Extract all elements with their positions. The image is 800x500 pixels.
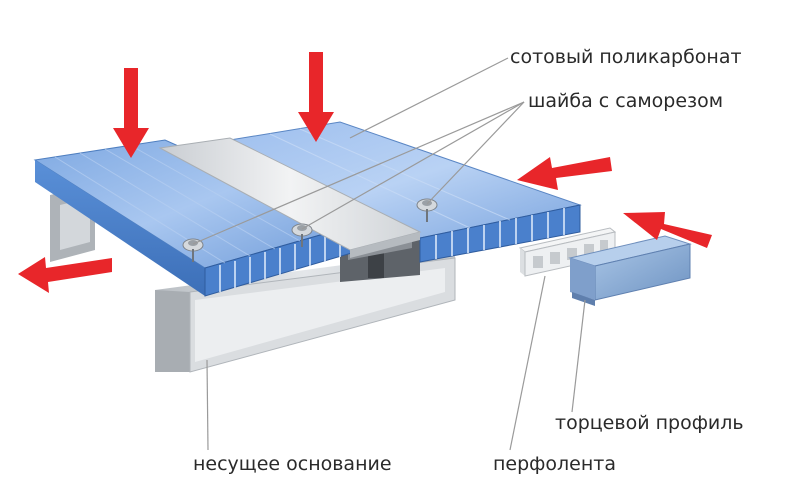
arrow-left-right-upper (517, 157, 612, 190)
leader-lines (192, 57, 586, 451)
washer-screw-2 (291, 223, 313, 247)
arrow-left-right-lower (623, 212, 712, 248)
end-profile (568, 235, 692, 306)
label-supporting-base: несущее основание (193, 453, 392, 475)
label-polycarbonate: сотовый поликарбонат (510, 46, 742, 68)
arrow-down-right (298, 52, 334, 142)
force-arrows (18, 52, 712, 293)
cover-strip (158, 137, 422, 258)
label-washer-screw: шайба с саморезом (528, 90, 724, 112)
washer-screw-3 (416, 198, 438, 222)
arrow-left-bottom (18, 257, 112, 293)
perforated-tape (518, 227, 617, 277)
label-perforated-tape: перфолента (493, 453, 617, 475)
label-end-profile: торцевой профиль (555, 412, 744, 434)
polycarbonate-sheet-right (228, 121, 582, 263)
arrow-down-left (113, 68, 149, 158)
